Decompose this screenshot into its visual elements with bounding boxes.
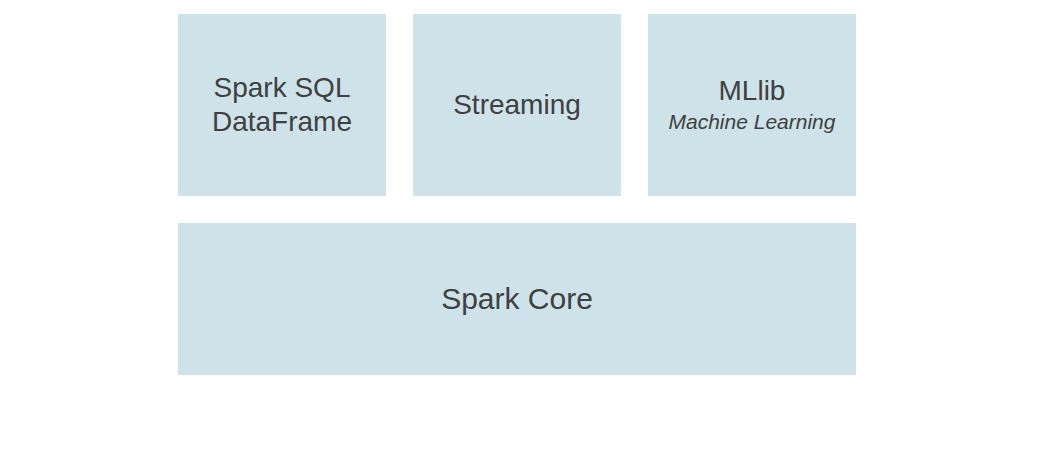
streaming-label: Streaming xyxy=(453,88,581,122)
spark-sql-label-line2: DataFrame xyxy=(212,105,352,139)
spark-core-label: Spark Core xyxy=(441,281,593,317)
component-streaming: Streaming xyxy=(413,14,621,196)
component-spark-sql-dataframe: Spark SQL DataFrame xyxy=(178,14,386,196)
component-spark-core: Spark Core xyxy=(178,223,856,375)
component-mllib: MLlib Machine Learning xyxy=(648,14,856,196)
mllib-title: MLlib xyxy=(719,74,786,108)
mllib-subtitle: Machine Learning xyxy=(669,108,836,136)
spark-sql-label-line1: Spark SQL xyxy=(214,71,351,105)
